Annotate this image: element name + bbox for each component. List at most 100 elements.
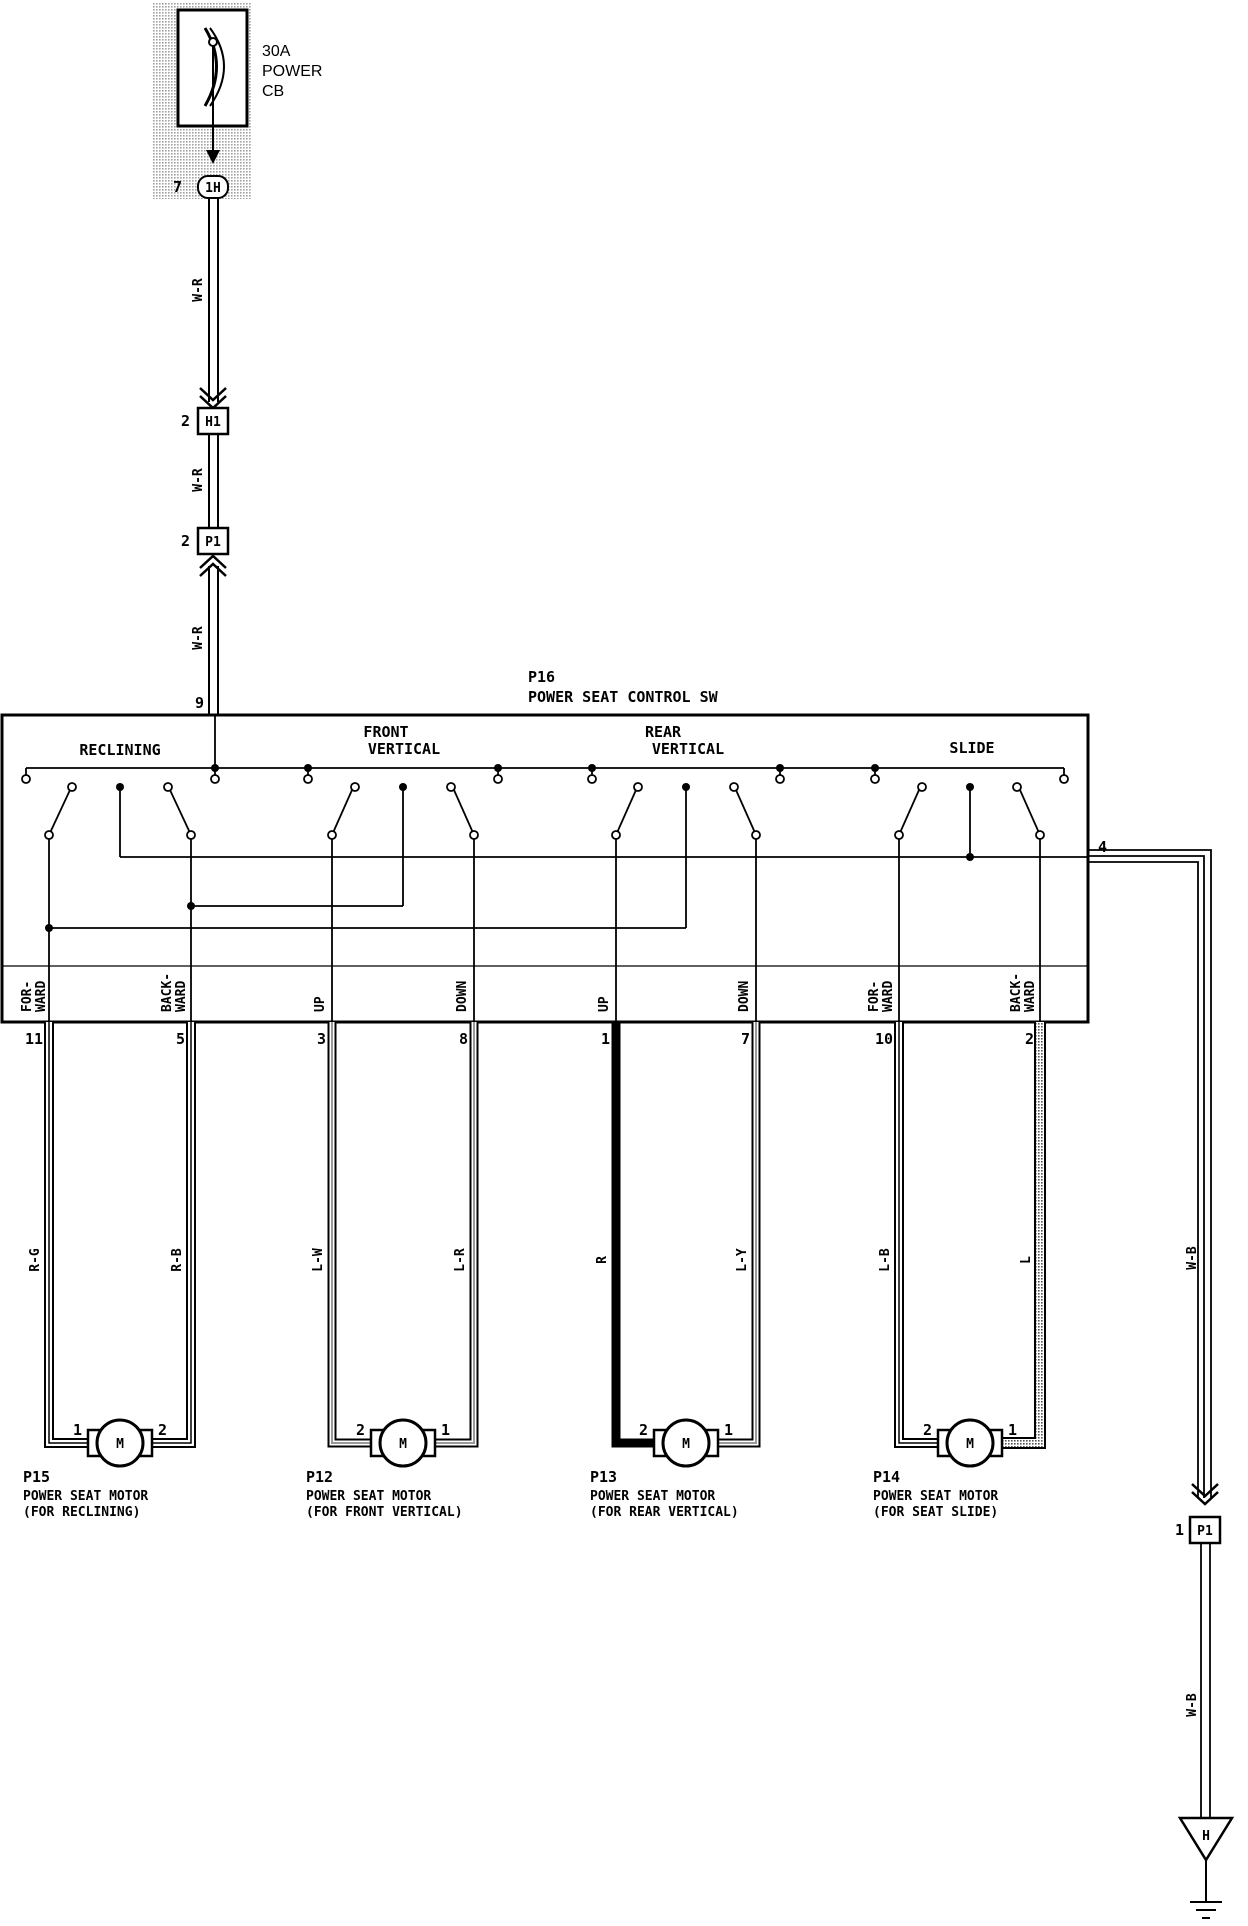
- switch-box: [0, 713, 1090, 1024]
- connector-p1-right-pin: 1: [1175, 1521, 1184, 1539]
- connector-h1: [196, 406, 230, 436]
- switch-supply-pin: 9: [195, 694, 204, 712]
- position-label-7-b: WARD: [1023, 981, 1038, 1012]
- motor-symbol-label: M: [399, 1437, 407, 1452]
- section-rear-vertical-label-2: VERTICAL: [652, 740, 724, 758]
- switch-contacts: [21, 774, 1069, 840]
- motor-id: P13: [590, 1468, 617, 1486]
- motor-pin: 1: [1008, 1421, 1017, 1439]
- wire-label-wb-1: W-B: [1185, 1246, 1200, 1270]
- breaker-rating: 30A: [262, 43, 291, 60]
- switch-pin: 1: [601, 1030, 610, 1048]
- connector-p1-top-label: P1: [205, 535, 221, 550]
- switch-pin: 11: [25, 1030, 43, 1048]
- position-label-3: DOWN: [455, 981, 470, 1012]
- breaker-element-icon: [203, 27, 218, 107]
- motor-name: POWER SEAT MOTOR: [590, 1489, 715, 1504]
- section-slide-label: SLIDE: [949, 739, 994, 757]
- connector-1h-label: 1H: [205, 181, 221, 196]
- wire-color-label: R: [595, 1256, 610, 1264]
- motor-id: P15: [23, 1468, 50, 1486]
- motor-purpose: (FOR RECLINING): [23, 1505, 140, 1520]
- circuit-breaker: 30A POWER CB 1H 7: [152, 2, 322, 199]
- connector-1h: [197, 175, 229, 199]
- connector-p1-top-pin: 2: [181, 532, 190, 550]
- section-rear-vertical-label-1: REAR: [645, 723, 682, 741]
- switch-pin: 8: [459, 1030, 468, 1048]
- power-seat-control-switch: P16 POWER SEAT CONTROL SW RECLINING FRON…: [0, 668, 1107, 1024]
- wire-color-label: R-B: [170, 1248, 185, 1272]
- switch-pin: 3: [317, 1030, 326, 1048]
- position-label-7-a: BACK-: [1009, 973, 1024, 1012]
- motor-pin: 2: [923, 1421, 932, 1439]
- switch-junctions: [45, 764, 974, 932]
- motor-pin: 1: [73, 1421, 82, 1439]
- wire-color-label: L-B: [878, 1248, 893, 1272]
- connector-p1-right: [1188, 1515, 1222, 1545]
- position-label-0-a: FOR-: [20, 981, 35, 1012]
- connector-1h-pin: 7: [173, 178, 182, 196]
- breaker-label-power: POWER: [262, 63, 322, 80]
- wire-color-label: R-G: [28, 1248, 43, 1272]
- position-label-5: DOWN: [737, 981, 752, 1012]
- motor-symbol-label: M: [116, 1437, 124, 1452]
- switch-internal-wiring: [2, 715, 1088, 1022]
- motor-pin: 2: [158, 1421, 167, 1439]
- motor-symbol-label: M: [682, 1437, 690, 1452]
- breaker-arrow-icon: [206, 150, 220, 164]
- connector-p1-arrow-icon: [199, 554, 227, 577]
- wire-color-label: L-W: [311, 1248, 326, 1272]
- motor-name: POWER SEAT MOTOR: [23, 1489, 148, 1504]
- position-label-0-b: WARD: [34, 981, 49, 1012]
- wire-color-label: L-R: [453, 1248, 468, 1272]
- position-label-1-b: WARD: [174, 981, 189, 1012]
- position-label-2: UP: [313, 996, 328, 1012]
- connector-p1-top: [196, 526, 230, 556]
- section-front-vertical-label-1: FRONT: [363, 723, 408, 741]
- ground-point-label: H: [1202, 1829, 1210, 1844]
- motor-icon: M: [936, 1418, 1004, 1468]
- motor-name: POWER SEAT MOTOR: [873, 1489, 998, 1504]
- wire-color-label: L: [1019, 1256, 1034, 1264]
- position-label-4: UP: [597, 996, 612, 1012]
- motor-symbol-label: M: [966, 1437, 974, 1452]
- position-label-6-b: WARD: [881, 981, 896, 1012]
- connector-h1-arrow-icon: [199, 387, 227, 410]
- motor-pin: 1: [724, 1421, 733, 1439]
- motor-purpose: (FOR REAR VERTICAL): [590, 1505, 739, 1520]
- switch-pin: 2: [1025, 1030, 1034, 1048]
- switch-name: POWER SEAT CONTROL SW: [528, 688, 719, 706]
- wire-label-wr-3: W-R: [191, 626, 206, 650]
- position-label-6-a: FOR-: [867, 981, 882, 1012]
- motor-icon: M: [369, 1418, 437, 1468]
- motor-pin: 2: [639, 1421, 648, 1439]
- motor-purpose: (FOR SEAT SLIDE): [873, 1505, 998, 1520]
- section-front-vertical-label-2: VERTICAL: [368, 740, 440, 758]
- connector-p1-right-label: P1: [1197, 1524, 1213, 1539]
- switch-id: P16: [528, 668, 555, 686]
- motor-id: P12: [306, 1468, 333, 1486]
- motor-icon: M: [86, 1418, 154, 1468]
- wire-label-wb-2: W-B: [1185, 1693, 1200, 1717]
- motor-pin: 1: [441, 1421, 450, 1439]
- switch-pin: 10: [875, 1030, 893, 1048]
- motor-name: POWER SEAT MOTOR: [306, 1489, 431, 1504]
- breaker-label-cb: CB: [262, 83, 284, 100]
- motor-purpose: (FOR FRONT VERTICAL): [306, 1505, 463, 1520]
- switch-pin: 7: [741, 1030, 750, 1048]
- switch-ground-pin: 4: [1098, 838, 1107, 856]
- connector-h1-label: H1: [205, 415, 221, 430]
- motor-id: P14: [873, 1468, 900, 1486]
- ground-point-icon: [1177, 1816, 1235, 1863]
- supply-wire-wr: W-R H1 2 W-R P1 2 W-R 9: [181, 198, 230, 715]
- connector-h1-pin: 2: [181, 412, 190, 430]
- wire-label-wr-2: W-R: [191, 468, 206, 492]
- ground-symbol-icon: [1190, 1901, 1222, 1919]
- connector-p1-right-arrow-icon: [1191, 1483, 1219, 1506]
